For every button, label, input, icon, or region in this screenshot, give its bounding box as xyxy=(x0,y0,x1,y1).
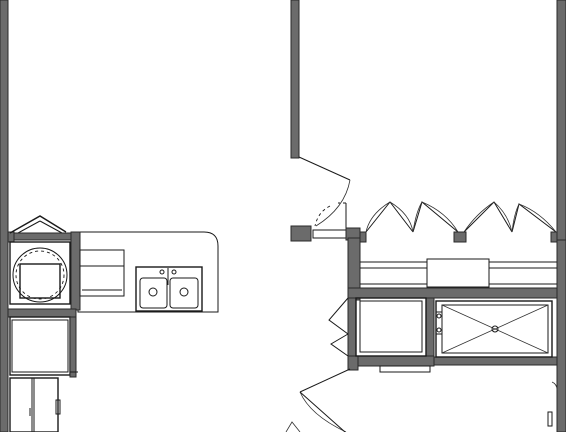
bifold-door-4 xyxy=(511,203,557,233)
bath-wall-top xyxy=(347,287,558,299)
closet-post-0 xyxy=(359,231,367,243)
bathroom xyxy=(285,237,558,432)
range-hood xyxy=(9,215,67,234)
door-leaf xyxy=(298,156,351,181)
bath-wall-bottom-right xyxy=(433,356,558,366)
refrigerator xyxy=(9,316,71,376)
laundry-cabinet xyxy=(355,297,427,357)
kitchen-wall-upper xyxy=(70,231,81,311)
shower-icon xyxy=(435,300,553,358)
right-exterior-wall-lower xyxy=(556,239,566,432)
right-exterior-wall xyxy=(556,0,566,241)
fridge-wall xyxy=(69,316,77,378)
kitchen-wall-shelf xyxy=(7,308,77,318)
door-sill xyxy=(379,365,431,373)
door-swing-arc xyxy=(315,179,351,227)
window-panel xyxy=(312,229,347,239)
kitchen xyxy=(7,215,219,432)
kitchen-counter xyxy=(77,231,219,313)
stove-icon xyxy=(9,241,71,305)
bath-divider xyxy=(425,297,435,363)
wall-stub xyxy=(290,225,312,242)
dishwasher-panel xyxy=(79,265,125,297)
bath-wall-stub-left xyxy=(347,297,357,357)
bath-wall-bottom xyxy=(347,355,435,367)
shelf-box xyxy=(426,258,490,288)
double-sink-icon xyxy=(135,266,203,312)
bath-wall-corner xyxy=(347,355,359,371)
kitchen-wall-upper-bar xyxy=(13,232,72,241)
laundry-door xyxy=(328,297,349,335)
closet-post-1 xyxy=(453,231,467,243)
left-exterior-wall xyxy=(0,0,9,432)
bedroom-door-leaf xyxy=(299,368,351,393)
closet-door-swing xyxy=(314,202,346,227)
kitchen-wall-left-stub xyxy=(7,231,15,243)
central-partition xyxy=(290,0,361,242)
closet-post-2 xyxy=(550,231,558,243)
bifold-doors xyxy=(359,201,558,243)
central-wall-upper xyxy=(290,0,300,159)
